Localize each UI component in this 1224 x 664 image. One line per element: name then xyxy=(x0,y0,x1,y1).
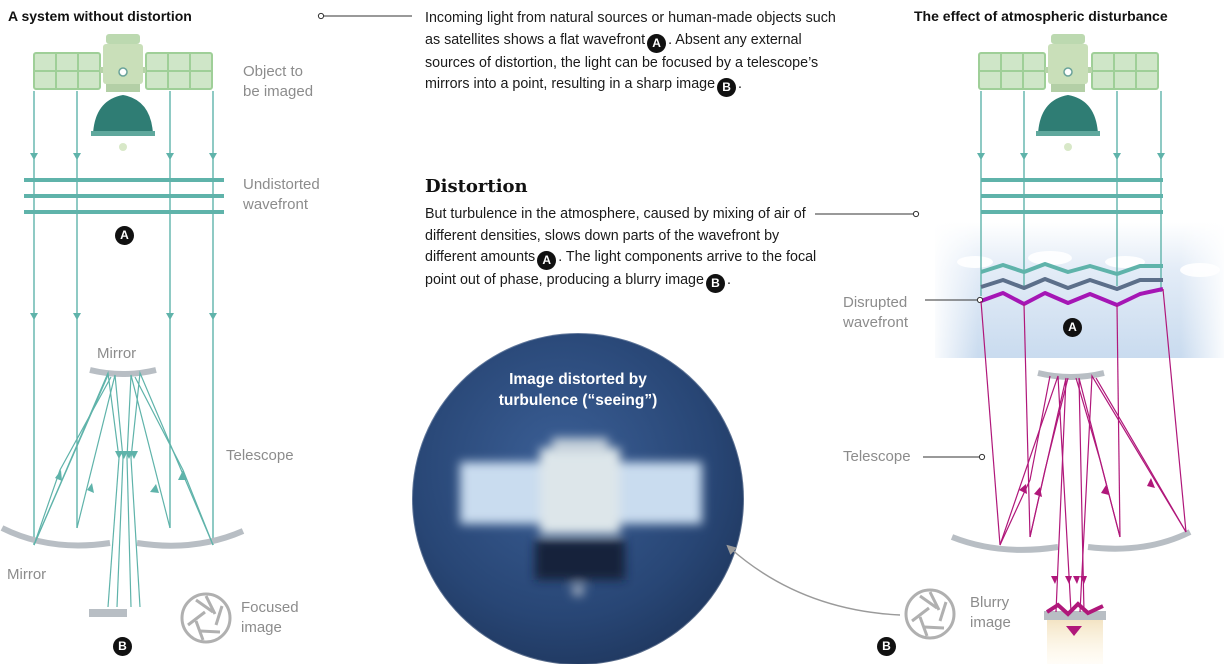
left-ray-arrows xyxy=(30,153,217,320)
intro-text-3: . xyxy=(738,76,743,92)
intro-text-2: . Absent any external sources of distort… xyxy=(425,31,819,93)
telescope-leader-right xyxy=(923,453,986,461)
circle-caption: Image distorted by turbulence (“seeing”) xyxy=(498,371,658,409)
right-reflected-rays xyxy=(980,288,1187,613)
left-focus-arrows xyxy=(55,451,187,493)
blurred-image-circle xyxy=(411,332,745,664)
blur-pointer-arrow xyxy=(726,544,901,616)
disrupted-wavefront-label: Disrupted wavefront xyxy=(843,294,909,331)
atmosphere-band xyxy=(935,222,1224,358)
distortion-text-1: But turbulence in the atmosphere, caused… xyxy=(425,206,806,265)
right-incoming-rays xyxy=(980,91,1162,296)
right-flat-wavefront xyxy=(981,178,1163,214)
left-reflected-rays xyxy=(33,370,214,608)
right-telescope-mirrors xyxy=(950,370,1192,620)
left-satellite xyxy=(33,34,213,151)
left-telescope-mirrors xyxy=(0,367,245,617)
blurry-focus-beam xyxy=(1045,601,1104,664)
intro-badge-a: A xyxy=(647,33,667,53)
telescope-label-right: Telescope xyxy=(843,448,911,465)
telescope-label-left: Telescope xyxy=(226,447,294,464)
distortion-heading: Distortion xyxy=(425,176,528,197)
left-panel-title: A system without distortion xyxy=(8,8,192,24)
distortion-text-2: . The light components arrive to the foc… xyxy=(425,249,817,288)
mirror-top-label: Mirror xyxy=(97,345,137,362)
intro-paragraph: Incoming light from natural sources or h… xyxy=(425,8,840,97)
right-camera-icon xyxy=(904,588,956,640)
left-camera-icon xyxy=(180,592,232,644)
right-satellite xyxy=(978,34,1159,151)
left-undistorted-wavefront xyxy=(24,178,224,214)
distortion-text-3: . xyxy=(726,272,731,288)
right-disrupted-wavefront xyxy=(980,262,1164,307)
intro-text-1: Incoming light from natural sources or h… xyxy=(425,10,836,48)
distortion-badge-a: A xyxy=(537,251,557,270)
distortion-leader xyxy=(815,210,920,218)
object-label: Object to be imaged xyxy=(243,63,314,100)
distortion-paragraph: But turbulence in the atmosphere, caused… xyxy=(425,204,818,293)
mirror-bottom-label: Mirror xyxy=(7,566,47,583)
right-ray-arrows xyxy=(977,153,1165,160)
blurry-image-label: Blurry image xyxy=(970,594,1011,631)
right-ray-arrowheads xyxy=(1019,478,1155,584)
right-panel-title: The effect of atmospheric disturbance xyxy=(914,8,1168,24)
left-badge-b: B xyxy=(113,637,132,656)
left-badge-a: A xyxy=(115,226,134,245)
undistorted-wavefront-label: Undistorted wavefront xyxy=(243,176,320,213)
intro-leader xyxy=(317,12,412,20)
right-badge-a: A xyxy=(1063,318,1082,337)
intro-badge-b: B xyxy=(717,78,737,97)
distortion-badge-b: B xyxy=(705,274,725,293)
right-badge-b: B xyxy=(877,637,896,656)
focused-image-label: Focused image xyxy=(241,599,299,636)
